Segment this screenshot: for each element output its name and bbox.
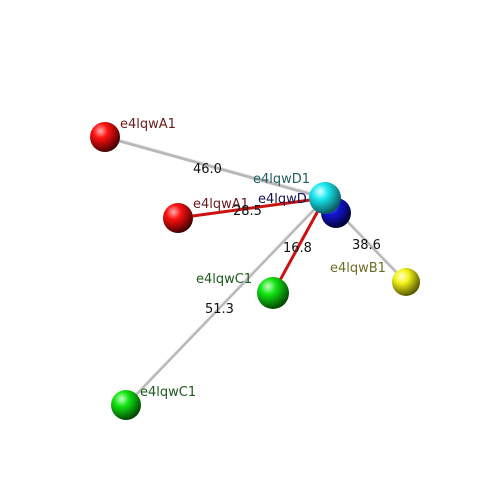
bond-d1-a1-top-shine bbox=[104, 134, 326, 197]
distance-c1-bottom: 51.3 bbox=[205, 302, 234, 317]
label-c1-mid: e4lqwC1 bbox=[196, 272, 252, 287]
label-a1-mid: e4lqwA1 bbox=[193, 197, 249, 212]
atom-a1-mid[interactable] bbox=[163, 203, 193, 233]
atom-c1-bottom[interactable] bbox=[111, 390, 141, 420]
distance-c1-mid: 16.8 bbox=[283, 241, 312, 256]
atom-b1[interactable] bbox=[392, 268, 420, 296]
bond-d1-c1-bottom-shine bbox=[124, 196, 325, 405]
label-c1-bottom: e4lqwC1 bbox=[140, 385, 196, 400]
label-layer: e4lqwA1 e4lqwA1 e4lqwD1 e4lqwD e4lqwC1 e… bbox=[120, 117, 386, 400]
bond-d1-c1-bottom bbox=[124, 196, 327, 407]
distance-a1-top: 46.0 bbox=[193, 162, 222, 177]
distance-b1: 38.6 bbox=[352, 238, 381, 253]
label-b1: e4lqwB1 bbox=[330, 261, 386, 276]
bond-d1-c1-mid bbox=[271, 197, 327, 294]
bond-d1-a1-mid bbox=[177, 196, 326, 220]
atom-a1-top[interactable] bbox=[90, 122, 120, 152]
atom-c1-mid[interactable] bbox=[257, 277, 289, 309]
atom-d1[interactable] bbox=[309, 182, 341, 214]
distance-layer: 46.0 28.5 16.8 51.3 38.6 bbox=[193, 162, 381, 317]
distance-a1-mid: 28.5 bbox=[233, 204, 262, 219]
bond-d1-a1-top bbox=[104, 135, 326, 200]
atom-layer bbox=[90, 122, 420, 420]
label-a1-top: e4lqwA1 bbox=[120, 117, 176, 132]
label-d1: e4lqwD1 bbox=[253, 172, 310, 187]
label-d-back: e4lqwD bbox=[258, 192, 307, 207]
